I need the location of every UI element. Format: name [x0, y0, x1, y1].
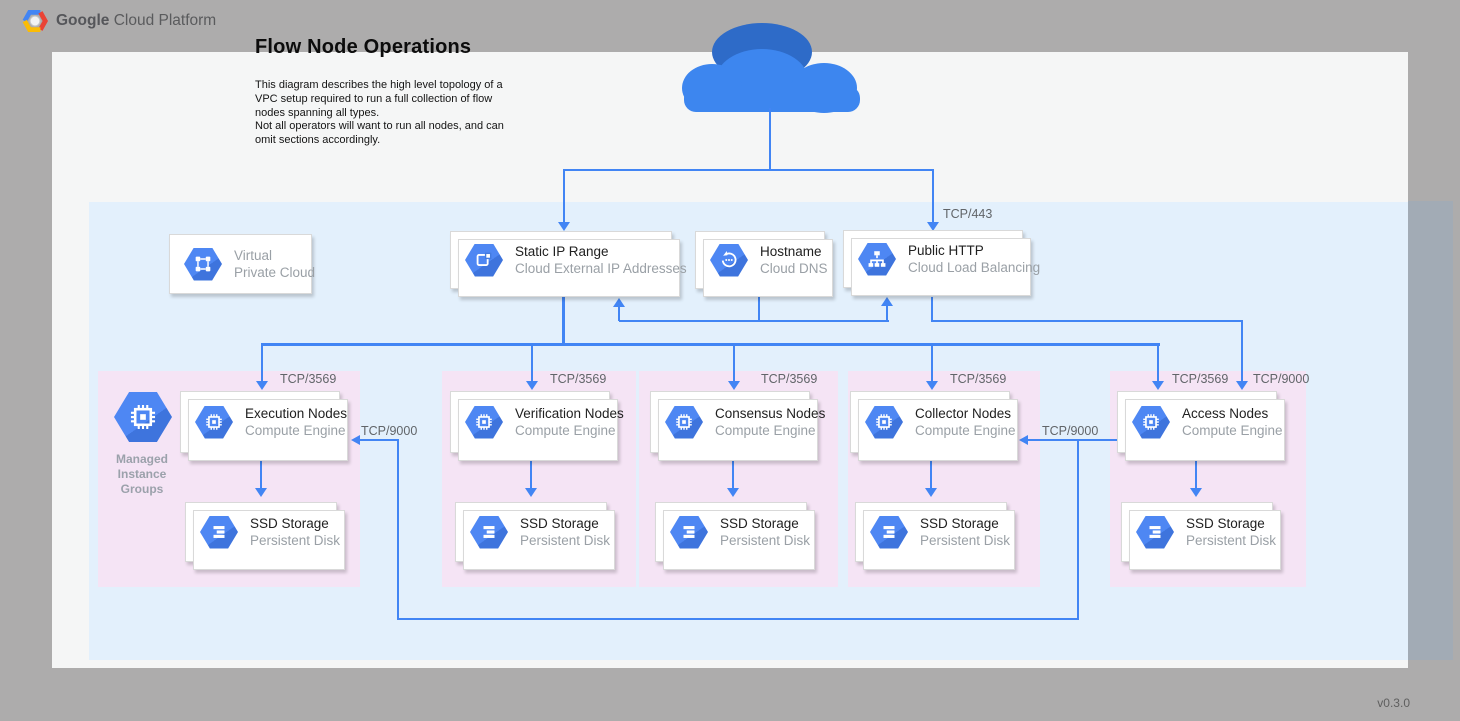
- execution-nodes-card: Execution Nodes Compute Engine: [180, 391, 348, 461]
- hostname-out-line: [758, 289, 760, 322]
- compute-engine-icon: [1132, 405, 1170, 439]
- consensus-nodes-card: Consensus Nodes Compute Engine: [650, 391, 825, 461]
- consensus-ssd-card: SSD Storage Persistent Disk: [655, 502, 815, 570]
- to-exec-line: [360, 439, 398, 441]
- load-balancer-icon: [858, 242, 896, 276]
- verification-ssd-card: SSD Storage Persistent Disk: [455, 502, 615, 570]
- static-ip-subtitle: Cloud External IP Addresses: [515, 261, 687, 276]
- exec-drop-arrow: [256, 381, 268, 390]
- vpc-card-line2: Private Cloud: [234, 265, 316, 280]
- verification-nodes-card: Verification Nodes Compute Engine: [450, 391, 624, 461]
- public-http-subtitle: Cloud Load Balancing: [908, 260, 1041, 275]
- internet-cloud-icon: [682, 23, 860, 113]
- diagram-description: This diagram describes the high level to…: [255, 79, 504, 147]
- exec-ssd-arrow: [255, 488, 267, 497]
- static-ip-in-line: [563, 170, 565, 222]
- consensus-drop-line: [733, 346, 735, 381]
- persistent-disk-icon: [470, 515, 508, 549]
- to-http-line: [886, 306, 888, 321]
- port-label-access-9000: TCP/9000: [1253, 372, 1310, 386]
- port-label-verif-3569: TCP/3569: [550, 372, 607, 386]
- verif-ssd-arrow: [525, 488, 537, 497]
- static-ip-title: Static IP Range: [515, 244, 609, 259]
- vpc-region-overflow: [1408, 201, 1453, 660]
- to-exec-arrow: [351, 435, 360, 445]
- consensus-ssd-line: [732, 454, 734, 488]
- persistent-disk-icon: [1136, 515, 1174, 549]
- hostname-title: Hostname: [760, 244, 822, 259]
- http-in-line: [932, 170, 934, 222]
- to-http-arrow: [881, 297, 893, 306]
- port-label-collector-3569: TCP/3569: [950, 372, 1007, 386]
- hostname-subtitle: Cloud DNS: [760, 261, 828, 276]
- public-http-title: Public HTTP: [908, 243, 984, 258]
- gcp-logo-icon: [22, 9, 48, 33]
- dns-feedback-line: [619, 320, 889, 322]
- collector-ssd-arrow: [925, 488, 937, 497]
- access-exec-line-h: [397, 618, 1079, 620]
- external-ip-icon: [465, 243, 503, 277]
- access-drop-arrow: [1152, 381, 1164, 390]
- gcp-logo-text: Google Cloud Platform: [56, 12, 217, 29]
- static-ip-in-arrow: [558, 222, 570, 231]
- port-label-access-3569: TCP/3569: [1172, 372, 1229, 386]
- compute-engine-icon: [465, 405, 503, 439]
- access-collector-line: [1028, 439, 1117, 441]
- hostname-card: Hostname Cloud DNS: [695, 231, 833, 297]
- collector-ssd-card: SSD Storage Persistent Disk: [855, 502, 1015, 570]
- gcp-header: Google Cloud Platform: [22, 8, 216, 34]
- exec-ssd-line: [260, 454, 262, 488]
- port-label-exec-9000: TCP/9000: [361, 424, 418, 438]
- access-exec-line-v2: [397, 439, 399, 620]
- vpc-card-line1: Virtual: [234, 248, 273, 263]
- distribution-bus-line: [261, 343, 1160, 346]
- cloud-stem-line: [769, 108, 771, 171]
- version-label: v0.3.0: [1377, 696, 1410, 710]
- collector-drop-line: [931, 346, 933, 381]
- compute-engine-icon: [865, 405, 903, 439]
- access-drop-line: [1157, 346, 1159, 381]
- compute-engine-icon: [665, 405, 703, 439]
- access-9000-arrow: [1236, 381, 1248, 390]
- to-static-ip-line: [618, 307, 620, 321]
- vpc-card: Virtual Private Cloud: [169, 234, 316, 294]
- consensus-ssd-arrow: [727, 488, 739, 497]
- consensus-drop-arrow: [728, 381, 740, 390]
- top-bus-line: [563, 169, 934, 171]
- public-http-card: Public HTTP Cloud Load Balancing: [843, 230, 1040, 296]
- persistent-disk-icon: [200, 515, 238, 549]
- static-ip-card: Static IP Range Cloud External IP Addres…: [450, 231, 687, 297]
- persistent-disk-icon: [670, 515, 708, 549]
- access-collector-arrow: [1019, 435, 1028, 445]
- access-ssd-card: SSD Storage Persistent Disk: [1121, 502, 1281, 570]
- http-out-line-v: [931, 297, 933, 322]
- persistent-disk-icon: [870, 515, 908, 549]
- compute-engine-icon: [195, 405, 233, 439]
- port-label-exec-3569: TCP/3569: [280, 372, 337, 386]
- page-title: Flow Node Operations: [255, 36, 472, 58]
- collector-drop-arrow: [926, 381, 938, 390]
- access-exec-line-v1: [1077, 439, 1079, 620]
- http-out-line-h: [931, 320, 1243, 322]
- managed-instance-groups-label: Managed Instance Groups: [115, 452, 168, 496]
- verif-drop-line: [531, 346, 533, 381]
- access-ssd-arrow: [1190, 488, 1202, 497]
- cloud-dns-icon: [710, 243, 748, 277]
- port-label-https: TCP/443: [943, 207, 993, 221]
- verif-ssd-line: [530, 454, 532, 488]
- to-static-ip-arrow: [613, 298, 625, 307]
- port-label-collector-9000: TCP/9000: [1042, 424, 1099, 438]
- vpc-icon: [184, 247, 222, 281]
- exec-drop-line: [261, 346, 263, 381]
- verif-drop-arrow: [526, 381, 538, 390]
- port-label-consensus-3569: TCP/3569: [761, 372, 818, 386]
- access-9000-line: [1241, 322, 1243, 381]
- static-ip-out-line: [562, 289, 565, 345]
- collector-ssd-line: [930, 454, 932, 488]
- http-in-arrow: [927, 222, 939, 231]
- access-ssd-line: [1195, 454, 1197, 488]
- collector-nodes-card: Collector Nodes Compute Engine: [850, 391, 1018, 461]
- execution-ssd-card: SSD Storage Persistent Disk: [185, 502, 345, 570]
- access-nodes-card: Access Nodes Compute Engine: [1117, 391, 1285, 461]
